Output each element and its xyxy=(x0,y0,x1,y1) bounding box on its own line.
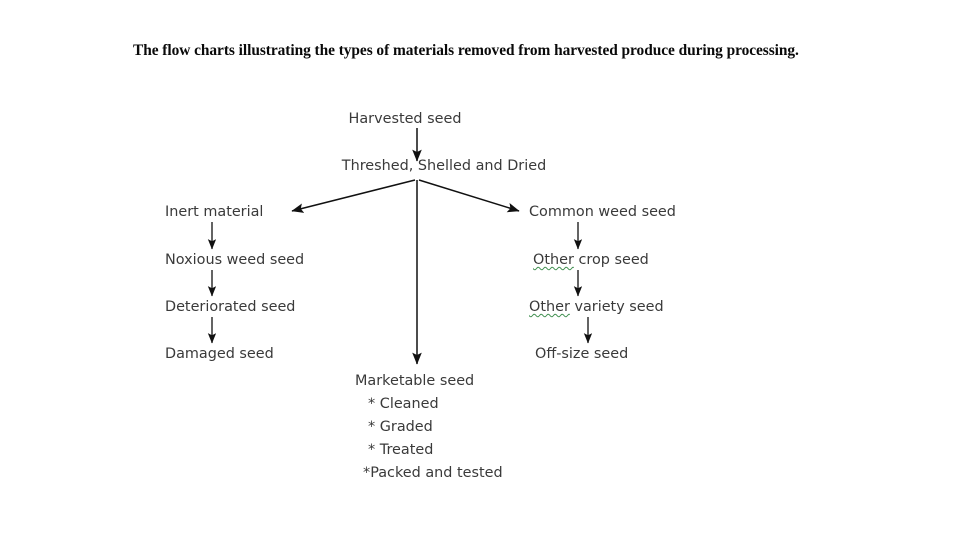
node-harvested-seed: Harvested seed xyxy=(348,111,462,127)
node-common-weed-seed: Common weed seed xyxy=(529,204,676,220)
node-other-variety-seed-rest: variety seed xyxy=(569,299,664,315)
marketable-sub-item-graded: * Graded xyxy=(368,419,433,435)
edge-threshed-to-inert-material xyxy=(291,179,416,213)
marketable-sub-item-packed-and-tested: *Packed and tested xyxy=(363,465,503,481)
page-title: The flow charts illustrating the types o… xyxy=(133,40,863,61)
node-other-crop-seed: Other crop seed xyxy=(533,251,649,270)
node-marketable-seed-block: Marketable seed * Cleaned * Graded * Tre… xyxy=(355,370,503,485)
page-title-line-2: processing. xyxy=(726,42,799,59)
node-other-crop-seed-rest: crop seed xyxy=(573,252,649,268)
page-title-line-1: The flow charts illustrating the types o… xyxy=(133,42,723,59)
marketable-sub-item-treated: * Treated xyxy=(368,442,434,458)
node-deteriorated-seed: Deteriorated seed xyxy=(165,299,296,315)
node-off-size-seed: Off-size seed xyxy=(535,346,629,362)
marketable-sub-item-cleaned: * Cleaned xyxy=(368,396,439,412)
misspelled-word-other-crop: Other xyxy=(533,252,574,268)
node-threshed-shelled-dried: Threshed, Shelled and Dried xyxy=(341,158,547,174)
node-damaged-seed: Damaged seed xyxy=(165,346,274,362)
node-marketable-seed: Marketable seed xyxy=(355,373,475,389)
node-other-variety-seed: Other variety seed xyxy=(529,298,664,317)
edge-threshed-to-common-weed-seed xyxy=(418,179,520,213)
node-inert-material: Inert material xyxy=(165,204,264,220)
misspelled-word-other-variety: Other xyxy=(529,299,570,315)
node-noxious-weed-seed: Noxious weed seed xyxy=(165,252,305,268)
